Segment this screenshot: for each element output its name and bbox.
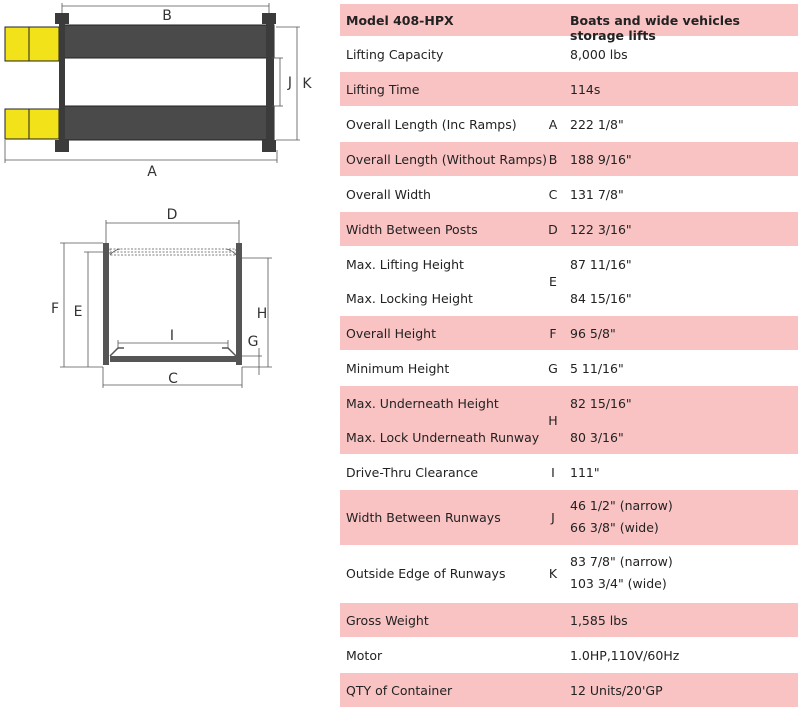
table-row: Gross Weight 1,585 lbs [340,603,798,638]
row-label: Gross Weight [346,613,429,628]
row-code: I [551,465,555,480]
front-runway [110,356,236,362]
post-bottom-left [55,140,69,152]
row-label: Motor [346,648,383,663]
dim-label-e: E [74,304,83,320]
row-label: Max. Lock Underneath Runway [346,430,540,445]
row-value: 82 15/16" [570,396,632,411]
row-label: Minimum Height [346,361,450,376]
row-label: Drive-Thru Clearance [346,465,479,480]
crossbeam-right [266,22,274,142]
table-row: Minimum Height G 5 11/16" [340,351,798,386]
crossbeam-left [59,22,65,142]
ramp-lower-right [28,108,60,140]
row-value: 111" [570,465,600,480]
row-value: 80 3/16" [570,430,624,445]
row-label: Overall Height [346,326,436,341]
row-code: C [548,187,558,202]
table-row: Overall Width C 131 7/8" [340,177,798,212]
row-value: 103 3/4" (wide) [570,576,667,591]
header-model: Model 408-HPX [346,13,454,28]
row-value: 96 5/8" [570,326,616,341]
dim-label-i: I [170,328,174,344]
row-code: F [549,326,557,341]
dim-label-h: H [257,306,268,322]
row-code: G [548,361,558,376]
row-value: 131 7/8" [570,187,624,202]
post-top-right [262,13,276,24]
row-value: 84 15/16" [570,291,632,306]
header-description: Boats and wide vehicles storage lifts [570,13,740,43]
runway-lower [59,105,275,141]
row-label: QTY of Container [346,683,453,698]
row-value: 188 9/16" [570,152,632,167]
table-row: Max. Lifting Height Max. Locking Height … [340,247,798,316]
row-value: 83 7/8" (narrow) [570,554,673,569]
row-label: Max. Underneath Height [346,396,499,411]
row-code: B [548,152,558,167]
row-label: Lifting Time [346,82,420,97]
lift-diagram: B A J K D [4,3,312,388]
row-code: E [549,274,557,289]
row-code: A [548,117,558,132]
dim-label-a: A [147,164,157,180]
table-row: Outside Edge of Runways K 83 7/8" (narro… [340,546,798,603]
post-bottom-right [262,140,276,152]
row-label: Overall Width [346,187,431,202]
dim-label-b: B [162,8,172,24]
table-row: Overall Length (Inc Ramps) A 222 1/8" [340,107,798,142]
row-label: Outside Edge of Runways [346,566,506,581]
table-row: QTY of Container 12 Units/20'GP [340,673,798,708]
row-code: D [548,222,558,237]
table-row: Width Between Posts D 122 3/16" [340,212,798,247]
table-row: Max. Underneath Height Max. Lock Underne… [340,386,798,455]
table-row: Drive-Thru Clearance I 111" [340,455,798,490]
row-value: 1.0HP,110V/60Hz [570,648,680,663]
dim-label-j: J [287,75,292,91]
front-post-right [236,243,242,365]
ramp-lower-left [4,108,31,140]
row-value: 12 Units/20'GP [570,683,663,698]
row-value: 8,000 lbs [570,47,628,62]
dim-label-f: F [51,301,59,317]
dim-label-g: G [248,334,259,350]
front-view: D F E C I H G [51,207,272,388]
dim-label-d: D [167,207,178,223]
row-label: Width Between Posts [346,222,478,237]
row-code: K [548,566,558,581]
table-row: Lifting Time 114s [340,72,798,107]
row-value: 114s [570,82,601,97]
table-row: Overall Length (Without Ramps) B 188 9/1… [340,142,798,177]
row-value: 87 11/16" [570,257,632,272]
row-value: 66 3/8" (wide) [570,520,659,535]
row-code: J [551,510,555,525]
row-value: 5 11/16" [570,361,624,376]
spec-table: Model 408-HPX Boats and wide vehicles st… [340,4,798,708]
ramp-upper-left [4,26,31,62]
table-row: Motor 1.0HP,110V/60Hz [340,638,798,673]
row-value: 222 1/8" [570,117,624,132]
row-label: Max. Lifting Height [346,257,464,272]
top-view: B A J K [4,3,312,180]
ramp-upper-right [28,26,60,62]
row-value: 46 1/2" (narrow) [570,498,673,513]
row-value: 1,585 lbs [570,613,628,628]
post-top-left [55,13,69,24]
front-post-left [103,243,109,365]
row-label: Width Between Runways [346,510,501,525]
table-row: Overall Height F 96 5/8" [340,316,798,351]
table-header-row: Model 408-HPX Boats and wide vehicles st… [340,4,798,43]
row-label: Lifting Capacity [346,47,444,62]
runway-upper [59,24,275,59]
row-value: 122 3/16" [570,222,632,237]
row-label: Overall Length (Without Ramps) [346,152,548,167]
row-code: H [548,413,558,428]
row-label: Overall Length (Inc Ramps) [346,117,517,132]
table-row: Width Between Runways J 46 1/2" (narrow)… [340,490,798,546]
row-label: Max. Locking Height [346,291,473,306]
dim-label-k: K [302,76,312,92]
table-row: Lifting Capacity 8,000 lbs [340,37,798,72]
dim-label-c: C [168,371,178,387]
